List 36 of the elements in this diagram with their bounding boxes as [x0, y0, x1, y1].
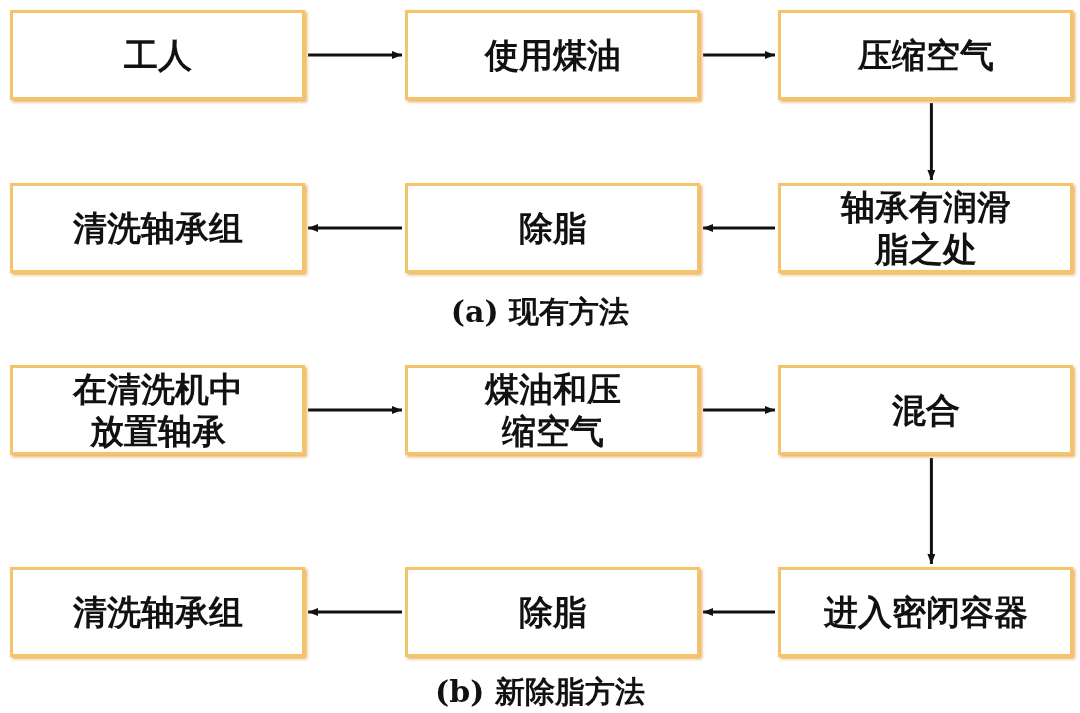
- process-box: [405, 10, 700, 100]
- process-box: [405, 567, 700, 657]
- arrow: [308, 51, 402, 59]
- box-text: 混合: [891, 388, 960, 432]
- caption: (a) 现有方法: [450, 293, 630, 331]
- box-text: 清洗轴承组: [72, 206, 243, 250]
- box-text: 使用煤油: [484, 33, 621, 77]
- arrow: [308, 224, 402, 232]
- arrow: [703, 406, 775, 414]
- process-box: [10, 567, 305, 657]
- process-box: [778, 567, 1073, 657]
- arrow: [703, 224, 775, 232]
- arrow: [703, 51, 775, 59]
- arrow: [703, 608, 775, 616]
- box-text: 在清洗机中放置轴承: [72, 367, 243, 453]
- box-text: 煤油和压缩空气: [484, 367, 621, 453]
- process-box: [405, 183, 700, 273]
- arrow: [308, 406, 402, 414]
- process-box: [778, 365, 1073, 455]
- arrow: [308, 608, 402, 616]
- box-text: 工人: [123, 33, 192, 77]
- process-box: [10, 183, 305, 273]
- process-box: [778, 183, 1073, 273]
- arrow: [927, 458, 936, 564]
- box-text: 轴承有润滑脂之处: [840, 185, 1011, 271]
- process-box: [405, 365, 700, 455]
- process-box: [778, 10, 1073, 100]
- box-text: 除脂: [518, 206, 587, 250]
- box-text: 除脂: [518, 590, 587, 634]
- arrow: [927, 103, 936, 180]
- box-text: 压缩空气: [857, 33, 994, 77]
- process-box: [10, 10, 305, 100]
- process-box: [10, 365, 305, 455]
- box-text: 清洗轴承组: [72, 590, 243, 634]
- box-text: 进入密闭容器: [823, 590, 1028, 634]
- caption: (b) 新除脂方法: [435, 673, 645, 711]
